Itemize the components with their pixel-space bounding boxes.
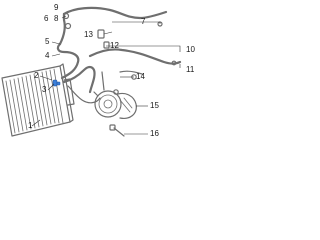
callout-13: 13: [84, 30, 93, 39]
leader-lines: [31, 15, 181, 135]
callout-3: 3: [42, 85, 47, 94]
fittings: [62, 12, 177, 95]
bolt: [109, 124, 125, 137]
callout-10: 10: [186, 45, 195, 54]
ac-parts-diagram: 1 2 3 4 5 6 7 8 9 10 11 12 13 14 15 16: [0, 0, 200, 147]
callout-1: 1: [28, 121, 33, 130]
callout-5: 5: [45, 37, 50, 46]
compressor: [93, 90, 137, 119]
condenser: [1, 63, 75, 137]
callout-9: 9: [54, 3, 59, 12]
callout-12: 12: [110, 41, 119, 50]
callout-4: 4: [45, 51, 50, 60]
callout-6: 6: [44, 14, 49, 23]
callout-2: 2: [34, 71, 39, 80]
callout-16: 16: [150, 129, 159, 138]
callout-11: 11: [186, 65, 195, 74]
callout-15: 15: [150, 101, 159, 110]
callout-7: 7: [141, 17, 146, 26]
callout-8: 8: [54, 14, 59, 23]
callout-14: 14: [136, 72, 145, 81]
parts-illustration: [1, 6, 182, 137]
o-ring-highlight: [52, 79, 61, 87]
